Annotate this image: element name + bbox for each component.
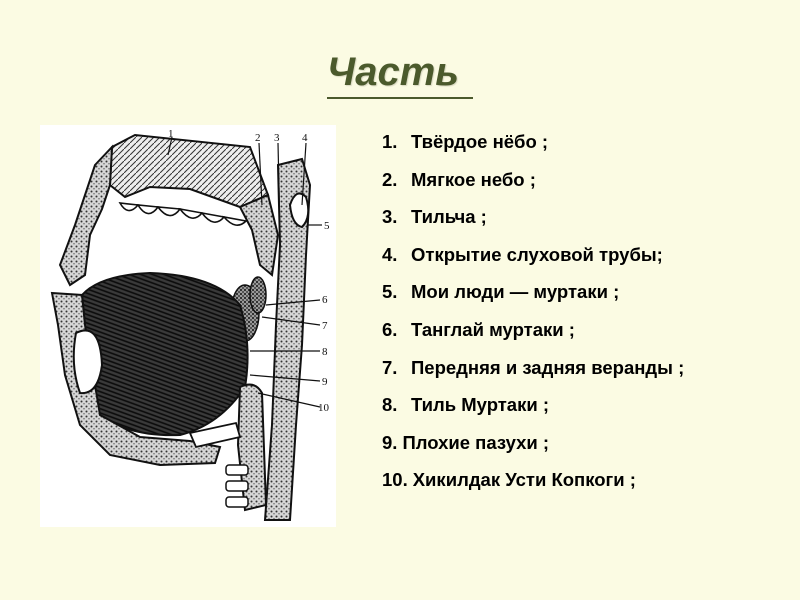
legend-number: 7. xyxy=(382,356,398,378)
tongue xyxy=(80,271,249,437)
legend-text: Плохие пазухи ; xyxy=(402,431,550,453)
legend-text: Мои люди — муртаки ; xyxy=(411,281,620,303)
figure-label-2: 2 xyxy=(255,132,261,144)
legend-text: Передняя и задняя веранды ; xyxy=(411,356,685,378)
upper-lip xyxy=(58,144,114,287)
page-title-text: Часть xyxy=(326,50,474,99)
page-title: Часть xyxy=(0,50,800,99)
legend-number: 8. xyxy=(382,394,398,416)
legend-item: 10.Хикилдак Усти Копкоги ; xyxy=(382,466,684,504)
legend-number: 10. xyxy=(382,469,408,491)
mouth-section-illustration: 1 2 3 4 5 6 7 8 9 10 xyxy=(50,128,330,521)
legend-text: Танглай муртаки ; xyxy=(411,318,575,340)
hyoid-bone xyxy=(188,421,242,449)
figure-label-9: 9 xyxy=(322,376,328,388)
pharynx-wall xyxy=(263,157,312,521)
legend-item: 3. Тильча ; xyxy=(382,203,684,241)
trachea-rings xyxy=(225,464,249,508)
figure-label-1: 1 xyxy=(168,128,174,140)
upper-teeth xyxy=(118,202,248,226)
soft-palate xyxy=(238,193,280,277)
figure-label-10: 10 xyxy=(318,402,330,414)
legend-number: 1. xyxy=(382,131,398,152)
figure-label-8: 8 xyxy=(322,346,328,358)
figure-label-3: 3 xyxy=(274,132,280,144)
figure-label-4: 4 xyxy=(302,132,308,144)
legend-text: Твёрдое нёбо ; xyxy=(411,131,549,152)
auditory-tube-opening xyxy=(288,192,310,229)
legend-item: 7. Передняя и задняя веранды ; xyxy=(382,354,684,392)
larynx xyxy=(236,383,268,512)
legend-number: 3. xyxy=(382,206,398,228)
legend-text: Мягкое небо ; xyxy=(411,168,536,190)
legend-number: 5. xyxy=(382,281,398,303)
legend-item: 5. Мои люди — муртаки ; xyxy=(382,278,684,316)
figure-label-5: 5 xyxy=(324,220,330,232)
legend-text: Тильча ; xyxy=(411,206,487,228)
legend-item: 1. Твёрдое нёбо ; xyxy=(382,128,684,166)
anatomy-figure: 1 2 3 4 5 6 7 8 9 10 xyxy=(40,125,336,527)
figure-label-7: 7 xyxy=(322,320,328,332)
mandible-bone xyxy=(72,329,104,395)
tonsil-secondary xyxy=(249,276,267,314)
legend-number: 9. xyxy=(382,431,398,453)
legend-text: Открытие слуховой трубы; xyxy=(411,243,663,265)
legend-text: Тиль Муртаки ; xyxy=(411,394,550,416)
legend-item: 6. Танглай муртаки ; xyxy=(382,316,684,354)
legend-item: 9.Плохие пазухи ; xyxy=(382,429,684,467)
legend-number: 2. xyxy=(382,168,398,190)
legend-list: 1. Твёрдое нёбо ; 2. Мягкое небо ; 3. Тильч… xyxy=(382,128,684,504)
figure-labels: 1 2 3 4 5 6 7 8 9 10 xyxy=(168,128,330,414)
legend-item: 4. Открытие слуховой трубы; xyxy=(382,241,684,279)
legend-item: 2. Мягкое небо ; xyxy=(382,166,684,204)
legend-item: 8. Тиль Муртаки ; xyxy=(382,391,684,429)
legend-number: 4. xyxy=(382,243,398,265)
leader-lines xyxy=(167,136,322,408)
legend-number: 6. xyxy=(382,318,398,340)
hard-palate-region xyxy=(108,133,270,209)
legend-text: Хикилдак Усти Копкоги ; xyxy=(412,469,636,491)
figure-label-6: 6 xyxy=(322,294,328,306)
